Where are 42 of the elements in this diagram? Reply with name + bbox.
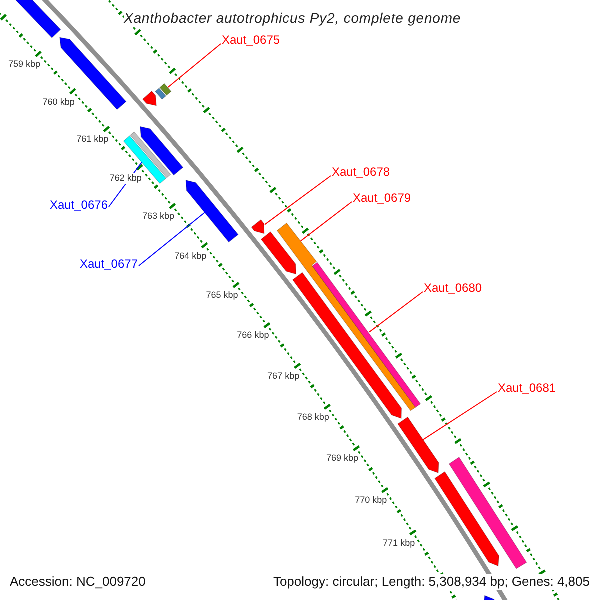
scale-label: 765 kbp xyxy=(206,290,238,302)
scale-label: 768 kbp xyxy=(297,412,330,424)
gene-bar xyxy=(398,416,440,474)
accession-text: Accession: NC_009720 xyxy=(8,574,148,590)
gene-label: Xaut_0678 xyxy=(332,165,390,179)
gene-bar xyxy=(251,219,265,234)
scale-label: 770 kbp xyxy=(355,495,388,506)
title: Xanthobacter autotrophicus Py2, complete genome xyxy=(124,10,462,27)
gene-bar xyxy=(186,180,239,243)
gene-label: Xaut_0679 xyxy=(353,191,412,205)
scale-label: 767 kbp xyxy=(268,370,300,382)
scale-label: 760 kbp xyxy=(42,96,75,108)
scale-label: 771 kbp xyxy=(383,538,416,549)
scale-label: 759 kbp xyxy=(8,59,40,70)
scale-label: 763 kbp xyxy=(142,211,175,222)
scale-label: 766 kbp xyxy=(237,330,270,342)
gene-bar xyxy=(60,37,127,110)
gene-label: Xaut_0675 xyxy=(222,33,280,47)
gene-bar xyxy=(160,83,172,96)
scale-label: 762 kbp xyxy=(110,172,142,184)
gene-label: Xaut_0680 xyxy=(424,281,482,295)
leader-line xyxy=(167,44,222,88)
scale-label: 764 kbp xyxy=(174,250,207,262)
scale-label: 769 kbp xyxy=(326,453,359,464)
gene-bar xyxy=(448,456,528,570)
scale-label: 761 kbp xyxy=(76,134,109,146)
leader-line xyxy=(300,202,352,242)
genome-summary: Topology: circular; Length: 5,308,934 bp; Genes: 4,805 xyxy=(271,574,592,590)
gene-bar xyxy=(312,262,422,408)
leader-line xyxy=(422,392,498,440)
gene-bar xyxy=(155,88,167,100)
gene-bar xyxy=(123,136,167,184)
gene-bar xyxy=(434,471,500,567)
leader-line xyxy=(264,176,332,226)
leader-line xyxy=(138,212,206,266)
gene-bar xyxy=(260,232,296,275)
gene-bar xyxy=(142,90,157,106)
gene-label: Xaut_0676 xyxy=(50,198,108,212)
gene-label: Xaut_0681 xyxy=(498,381,556,395)
gene-bar xyxy=(140,126,184,176)
gene-label: Xaut_0677 xyxy=(80,257,138,271)
leader-line xyxy=(369,292,424,333)
